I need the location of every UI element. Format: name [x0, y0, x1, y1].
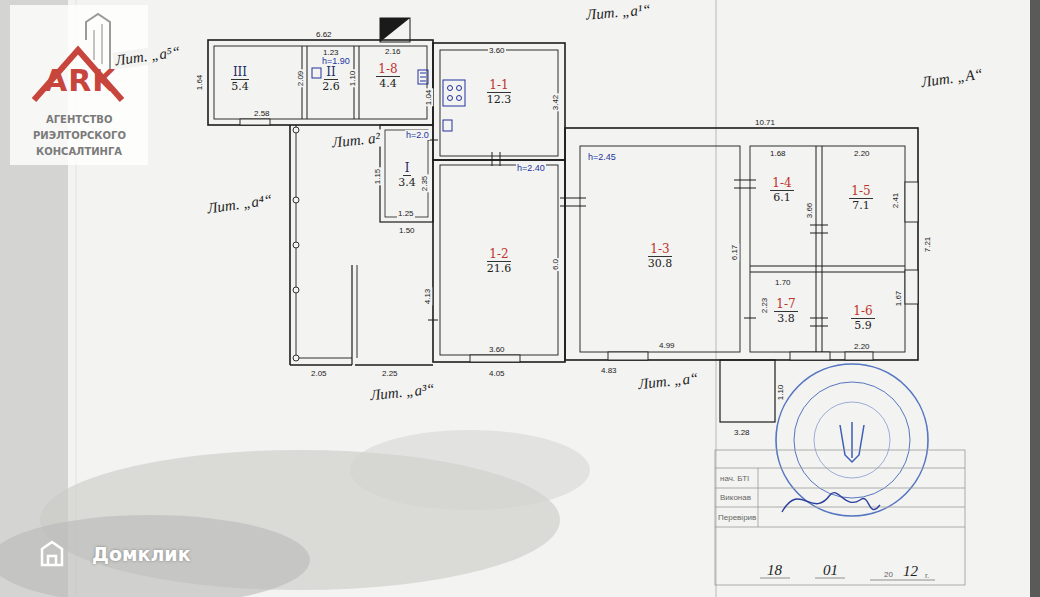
- dimension: 2.41: [891, 192, 900, 210]
- dimension: 2.35: [420, 175, 429, 193]
- watermark: РИЭЛТОРСКОГО: [33, 130, 126, 141]
- dimension: 1.64: [195, 74, 204, 92]
- room-number: 1-4: [770, 176, 793, 191]
- dimension: 1.10: [776, 384, 785, 402]
- room-label: 1-46.1: [754, 168, 810, 212]
- room-number: 1-5: [849, 184, 872, 199]
- dimension: 3.66: [805, 202, 814, 220]
- dimension: 4.83: [600, 366, 618, 375]
- dimension: 3.42: [551, 94, 560, 112]
- date-part: 12: [903, 563, 918, 580]
- room-number: III: [231, 65, 249, 80]
- ceiling-height: h=2.45: [587, 152, 617, 162]
- dimension: 1.68: [769, 149, 787, 158]
- dimension: 3.60: [488, 345, 506, 354]
- dimension: 2.20: [853, 342, 871, 351]
- table-cell: Виконав: [720, 493, 751, 502]
- room-area: 3.4: [398, 176, 416, 190]
- dimension: 1.15: [373, 168, 382, 186]
- dimension: 1.25: [397, 209, 415, 218]
- logo-letters: ARK: [44, 63, 117, 98]
- dimension: 2.20: [853, 149, 871, 158]
- dimension: 4.13: [423, 288, 432, 306]
- room-area: 5.4: [231, 80, 249, 94]
- dimension: 6.62: [315, 30, 333, 39]
- dimension: 1.10: [348, 70, 357, 88]
- dimension: 6.0: [551, 258, 560, 271]
- room-number: 1-8: [376, 62, 399, 77]
- dimension: 6.17: [730, 244, 739, 262]
- dimension: 1.70: [774, 278, 792, 287]
- room-number: 1-7: [774, 297, 797, 312]
- date-part: 20: [884, 570, 893, 579]
- room-area: 2.6: [322, 80, 340, 94]
- room-label: 1-84.4: [362, 55, 414, 97]
- watermark: АГЕНТСТВО: [46, 114, 112, 125]
- room-label: II2.6: [309, 62, 353, 96]
- room-area: 21.6: [487, 262, 512, 276]
- room-number: 1-2: [487, 247, 510, 262]
- date-part: 01: [823, 562, 838, 579]
- room-number: II: [324, 65, 337, 80]
- dimension: 2.25: [381, 369, 399, 378]
- dimension: 2.16: [384, 47, 402, 56]
- ceiling-height: h=1.90: [321, 56, 351, 66]
- room-label: 1-330.8: [620, 233, 700, 279]
- dimension: 2.58: [253, 109, 271, 118]
- room-area: 6.1: [773, 191, 791, 205]
- watermark: Домклик: [92, 543, 191, 565]
- room-label: 1-57.1: [828, 176, 894, 220]
- dimension: 7.21: [923, 236, 932, 254]
- room-area: 12.3: [487, 93, 512, 107]
- room-label: 1-221.6: [466, 238, 532, 284]
- table-cell: Перевірив: [718, 513, 756, 522]
- room-label: 1-65.9: [830, 296, 896, 340]
- room-area: 4.4: [379, 77, 397, 91]
- date-part: 18: [767, 562, 782, 579]
- dimension: 1.67: [894, 290, 903, 308]
- room-area: 5.9: [854, 319, 872, 333]
- dimension: 2.23: [760, 297, 769, 315]
- room-area: 30.8: [648, 257, 673, 271]
- room-number: 1-3: [648, 242, 671, 257]
- dimension: 4.99: [658, 341, 676, 350]
- dimension: 10.71: [754, 118, 776, 127]
- room-area: 3.8: [777, 312, 795, 326]
- dimension: 3.60: [488, 46, 506, 55]
- room-number: 1-6: [851, 304, 874, 319]
- room-label: III5.4: [216, 58, 264, 100]
- dimension: 1.04: [424, 89, 433, 107]
- ceiling-height: h=2.40: [516, 163, 546, 173]
- watermark: КОНСАЛТИНГА: [36, 146, 122, 157]
- dimension: 2.09: [296, 70, 305, 88]
- dimension: 2.05: [310, 369, 328, 378]
- room-label: 1-112.3: [466, 70, 532, 114]
- table-cell: нач. БТІ: [720, 474, 749, 483]
- room-area: 7.1: [852, 199, 870, 213]
- date-part: г.: [925, 571, 929, 580]
- room-number: I: [403, 161, 412, 176]
- dimension: 3.28: [733, 428, 751, 437]
- ceiling-height: h=2.0: [405, 130, 430, 140]
- room-number: 1-1: [487, 78, 510, 93]
- dimension: 1.50: [398, 226, 416, 235]
- dimension: 4.05: [488, 369, 506, 378]
